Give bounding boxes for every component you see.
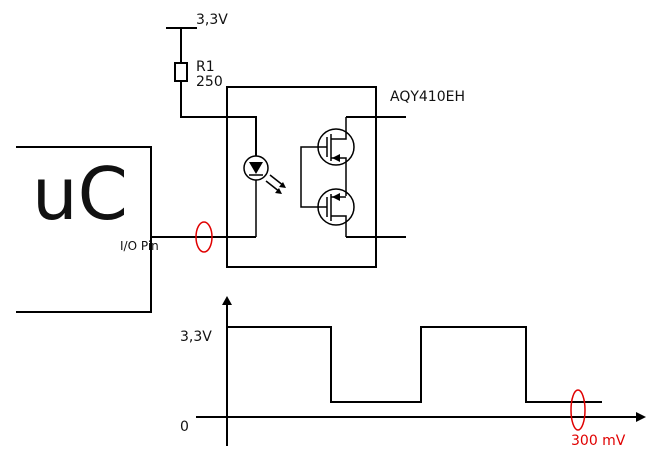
anode-wire	[180, 81, 257, 156]
io-pin-label: I/O Pin	[120, 239, 159, 253]
x-axis-arrow-icon	[636, 412, 646, 422]
led-icon	[243, 155, 286, 237]
resistor-r1	[174, 62, 188, 82]
y-axis-arrow-icon	[222, 296, 232, 305]
resistor-value: 250	[196, 74, 223, 90]
signal-waveform	[227, 326, 602, 403]
microcontroller-label: uC	[32, 152, 128, 236]
io-highlight-marker	[195, 221, 213, 253]
low-level-annotation: 300 mV	[571, 433, 626, 449]
gate-wire	[300, 146, 327, 208]
mosfet-top-icon	[317, 117, 355, 196]
low-level-highlight-marker	[570, 389, 586, 431]
supply-label: 3,3V	[196, 12, 228, 28]
resistor-name: R1	[196, 59, 215, 75]
high-level-label: 3,3V	[180, 329, 212, 345]
optocoupler-package	[226, 86, 377, 268]
microcontroller-block	[16, 146, 152, 313]
optocoupler-part-label: AQY410EH	[390, 89, 465, 105]
mosfet-bottom-icon	[317, 188, 355, 237]
zero-level-label: 0	[180, 419, 189, 435]
